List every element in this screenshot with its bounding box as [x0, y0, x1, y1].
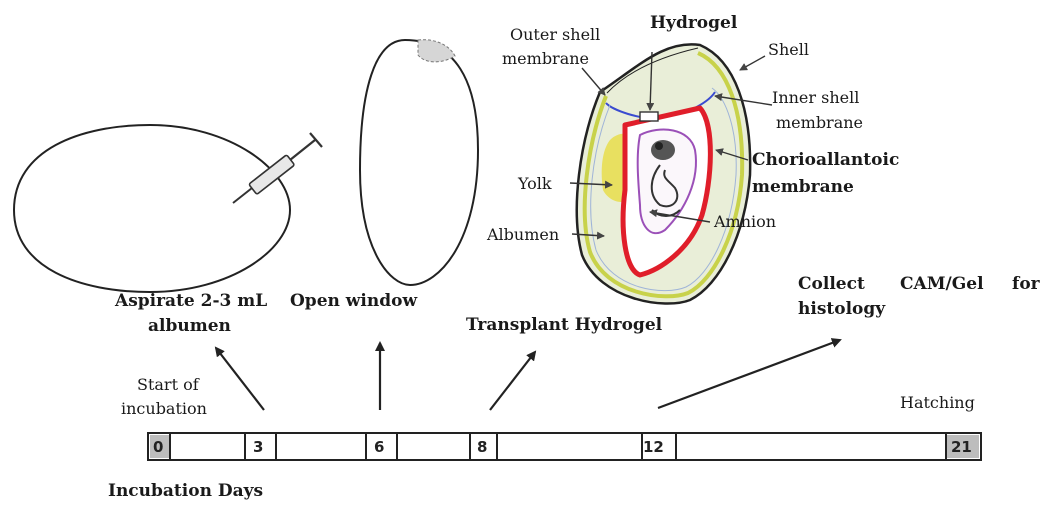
label-cam-1: Chorioallantoic [752, 150, 899, 170]
label-outer-shell-2: membrane [502, 49, 589, 68]
arrow-aspirate [216, 348, 264, 410]
day-tick-0: 0 [153, 438, 163, 456]
step-arrows [216, 340, 840, 410]
axis-title: Incubation Days [108, 481, 263, 501]
label-outer-shell-1: Outer shell [510, 25, 600, 44]
syringe-icon [233, 133, 322, 203]
egg-open-window [360, 40, 478, 285]
label-amnion: Amnion [713, 212, 776, 231]
day-tick-12: 12 [643, 438, 664, 456]
day-tick-3: 3 [253, 438, 263, 456]
label-shell: Shell [768, 40, 809, 59]
label-inner-shell-2: membrane [776, 113, 863, 132]
timeline-bar [148, 433, 981, 460]
arrow-collect [658, 340, 840, 408]
hydrogel-piece [640, 112, 658, 121]
window-opening [418, 40, 455, 62]
label-start-2: incubation [121, 399, 207, 418]
step-collect-word1: Collect [798, 274, 865, 294]
step-aspirate-line1: Aspirate 2-3 mL [114, 291, 267, 311]
label-cam-2: membrane [752, 177, 854, 197]
label-hatching: Hatching [900, 393, 975, 412]
label-inner-shell-1: Inner shell [772, 88, 859, 107]
step-collect-word3: for [1012, 274, 1041, 294]
label-start-1: Start of [137, 375, 200, 394]
step-transplant: Transplant Hydrogel [466, 315, 663, 335]
step-open-window: Open window [290, 291, 417, 311]
step-collect-line2: histology [798, 299, 886, 319]
egg-aspirate [14, 125, 290, 292]
arrow-transplant [490, 352, 535, 410]
embryo-head [651, 140, 675, 160]
day-tick-6: 6 [374, 438, 384, 456]
step-aspirate-line2: albumen [148, 316, 231, 336]
label-yolk: Yolk [517, 174, 552, 193]
step-collect-word2: CAM/Gel [900, 274, 984, 294]
egg-cross-section [577, 44, 750, 303]
label-albumen: Albumen [486, 225, 559, 244]
day-tick-21: 21 [951, 438, 972, 456]
label-hydrogel: Hydrogel [650, 13, 738, 33]
day-tick-8: 8 [477, 438, 487, 456]
